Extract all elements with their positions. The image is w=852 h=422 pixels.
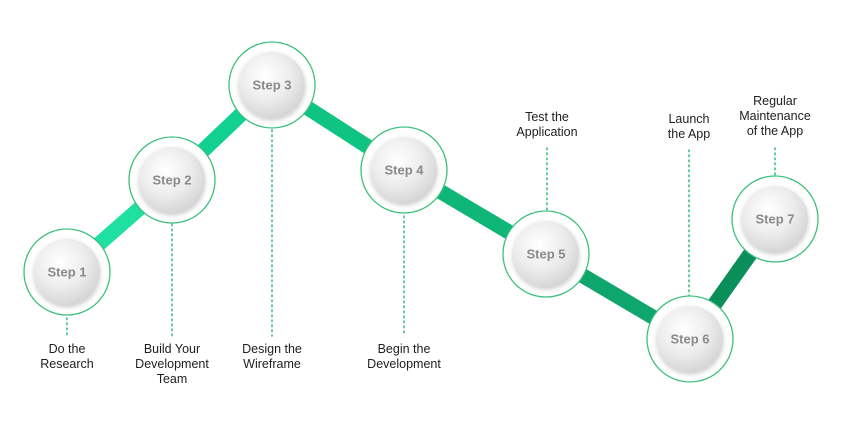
description-line: Regular — [753, 94, 797, 108]
step-disc — [239, 52, 305, 118]
description-line: Maintenance — [739, 109, 811, 123]
step-label: Step 4 — [384, 163, 424, 178]
step-nodes: Step 1 Step 2 Step 3 Step 4 Step 5 Step 6 Step… — [23, 41, 819, 383]
description-line: Build Your — [143, 342, 201, 356]
description-line: Test the — [525, 110, 569, 124]
step-node-4: Step 4 — [360, 126, 448, 214]
description-line: Launch — [668, 112, 710, 126]
step-disc — [371, 137, 437, 203]
step-node-1: Step 1 — [23, 228, 111, 316]
step-label: Step 6 — [670, 332, 709, 347]
description-line: Development — [367, 357, 441, 371]
step-node-6: Step 6 — [646, 295, 734, 383]
step-disc — [139, 147, 205, 213]
step-node-7: Step 7 — [731, 175, 819, 263]
step-disc — [34, 239, 100, 305]
step-node-2: Step 2 — [128, 136, 216, 224]
description-line: Design the — [242, 342, 302, 356]
step-label: Step 7 — [755, 212, 794, 227]
description-line: Research — [40, 357, 94, 371]
step-disc — [513, 221, 579, 287]
step-disc — [657, 306, 723, 372]
description-line: Wireframe — [243, 357, 301, 371]
step-node-5: Step 5 — [502, 210, 590, 298]
description-line: the App — [667, 127, 711, 141]
step-node-3: Step 3 — [228, 41, 316, 129]
step-label: Step 3 — [252, 78, 291, 93]
description-line: Begin the — [377, 342, 431, 356]
step-label: Step 2 — [152, 173, 191, 188]
step-label: Step 5 — [526, 247, 565, 262]
step-dotted-leaders — [66, 129, 776, 339]
description-line: Team — [156, 372, 188, 386]
step-disc — [742, 186, 808, 252]
step-label: Step 1 — [47, 265, 86, 280]
description-line: Application — [516, 125, 578, 139]
description-line: Do the — [48, 342, 86, 356]
description-line: of the App — [746, 124, 804, 138]
description-line: Development — [135, 357, 209, 371]
